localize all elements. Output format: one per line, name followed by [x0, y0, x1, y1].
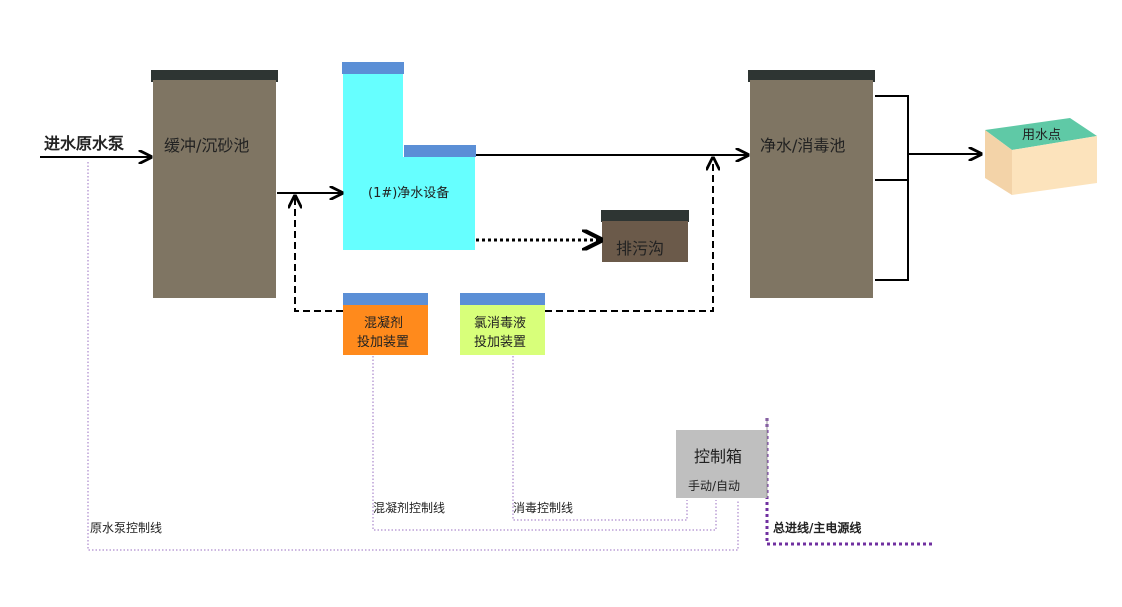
- inlet-pump-label: 进水原水泵: [44, 134, 124, 153]
- clean-tank-outlet-bracket: [875, 95, 909, 281]
- use-point-label: 用水点: [1022, 128, 1061, 143]
- control-box-label: 控制箱: [694, 447, 742, 466]
- flow-lines: [40, 95, 981, 281]
- purifier-equipment: [342, 62, 476, 250]
- control-box: [676, 418, 768, 498]
- coagulant-label-1: 混凝剂: [364, 315, 403, 331]
- chlorine-label-2: 投加装置: [474, 334, 526, 350]
- coagulant-dosing-box: [343, 293, 428, 355]
- pump-control-line: [87, 162, 739, 551]
- buffer-tank: [151, 70, 278, 298]
- pump-control-label: 原水泵控制线: [90, 521, 162, 535]
- coagulant-control-label: 混凝剂控制线: [373, 500, 445, 515]
- disinfect-control-label: 消毒控制线: [513, 501, 573, 515]
- dosing-lines: [295, 158, 713, 312]
- chlorine-dosing-box: [460, 293, 545, 355]
- coagulant-dosing-line: [295, 196, 343, 312]
- clean-tank-label: 净水/消毒池: [760, 136, 845, 155]
- coagulant-control-line: [372, 356, 717, 531]
- control-mode-label: 手动/自动: [688, 479, 740, 493]
- control-lines: [87, 162, 739, 551]
- use-point: [985, 118, 1097, 195]
- clean-tank: [748, 70, 875, 298]
- buffer-tank-label: 缓冲/沉砂池: [164, 136, 249, 155]
- purifier-label: (1#)净水设备: [368, 185, 449, 201]
- sewer-label: 排污沟: [616, 239, 664, 258]
- main-power-label: 总进线/主电源线: [773, 520, 861, 535]
- disinfect-control-line: [512, 356, 688, 521]
- coagulant-label-2: 投加装置: [357, 334, 409, 350]
- chlorine-dosing-line: [545, 158, 713, 312]
- chlorine-label-1: 氯消毒液: [474, 316, 526, 331]
- sewer: [601, 210, 689, 262]
